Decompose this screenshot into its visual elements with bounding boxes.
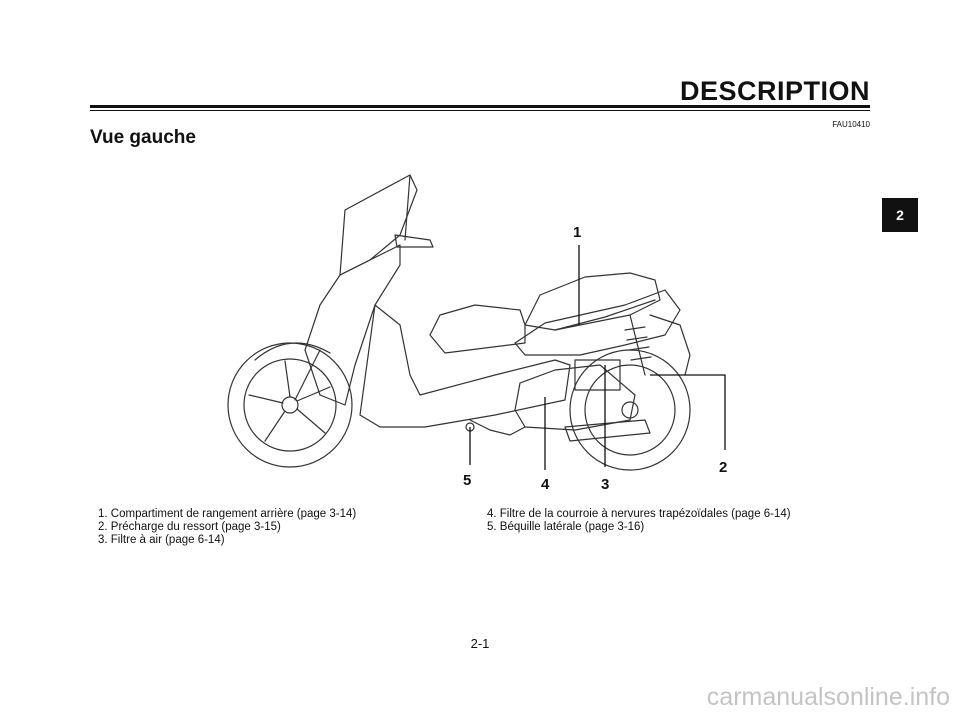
watermark-link[interactable]: carmanualsonline.info [706, 683, 950, 711]
chapter-tab[interactable]: 2 [882, 198, 918, 232]
caption-item: 3. Filtre à air (page 6-14) [98, 534, 225, 546]
side-stand [469, 419, 526, 436]
mirror-stem [404, 174, 411, 241]
front-fender [254, 342, 331, 361]
callout-5: 5 [463, 472, 471, 489]
handlebar [394, 234, 434, 248]
caption-item: 4. Filtre de la courroie à nervures trap… [487, 508, 791, 520]
shock-spring [624, 326, 652, 361]
front-fork [294, 349, 321, 401]
page-heading: Vue gauche [90, 127, 196, 148]
callout-4: 4 [541, 476, 550, 493]
front-wheel-rim [243, 358, 337, 452]
caption-item: 2. Précharge du ressort (page 3-15) [98, 521, 281, 533]
captions-right: 4. Filtre de la courroie à nervures trap… [487, 508, 791, 534]
rear-hub [621, 401, 639, 419]
seat-front [429, 304, 526, 354]
callout-3: 3 [601, 476, 609, 493]
header-rule-thin [90, 110, 870, 111]
header-rule-thick [90, 105, 870, 108]
floorboard [359, 304, 571, 428]
windscreen [339, 174, 418, 276]
leader-line-2 [650, 374, 726, 450]
caption-item: 5. Béquille latérale (page 3-16) [487, 521, 645, 533]
transmission-case [514, 364, 636, 431]
rear-shock [629, 314, 646, 376]
seat-rear [524, 272, 661, 331]
callout-1: 1 [573, 224, 581, 241]
callout-2: 2 [719, 459, 727, 476]
scooter-illustration: 1 2 3 4 5 [227, 174, 727, 493]
captions-left: 1. Compartiment de rangement arrière (pa… [98, 508, 356, 547]
rear-wheel-tire [569, 349, 691, 471]
rear-mudguard [649, 314, 691, 376]
section-title: DESCRIPTION [679, 76, 870, 106]
front-spokes [248, 360, 331, 442]
body-line [554, 299, 656, 331]
rear-wheel-rim [584, 364, 676, 456]
page-number: 2-1 [470, 636, 490, 651]
front-wheel-tire [227, 342, 353, 468]
exhaust [564, 419, 651, 442]
front-fairing [304, 244, 401, 406]
caption-item: 1. Compartiment de rangement arrière (pa… [98, 508, 357, 520]
document-code: FAU10410 [832, 120, 870, 129]
